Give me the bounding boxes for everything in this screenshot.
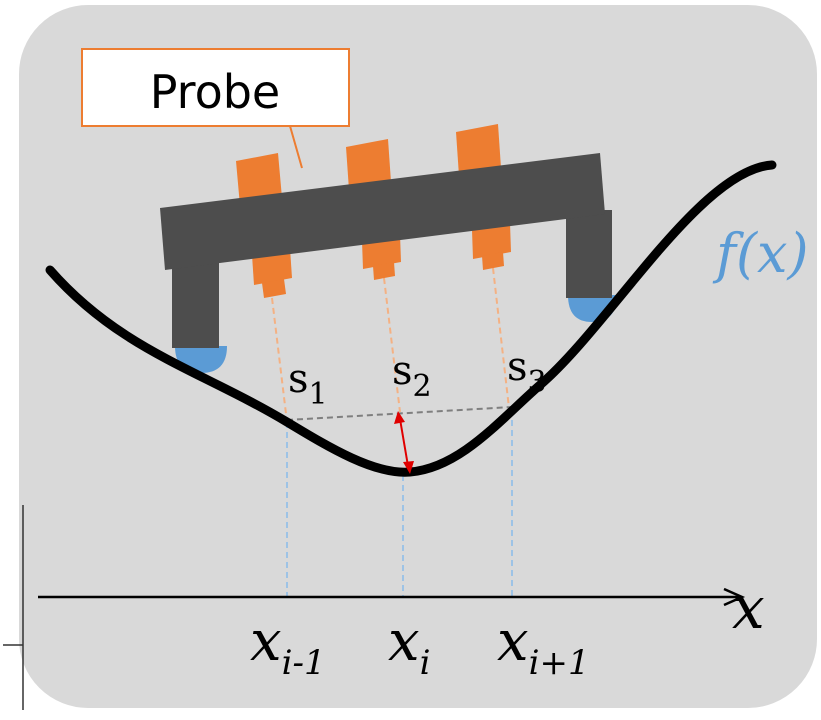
probe-callout-leader [289, 125, 303, 169]
tick-label-xi-plus-1: xi+1 [497, 609, 590, 683]
x-axis-arrowhead [723, 587, 746, 607]
instrument-beam [160, 153, 605, 270]
tick-label-xi: xi [388, 609, 430, 683]
probe-line-1 [271, 297, 288, 423]
probe-line-2 [383, 277, 401, 413]
s3-label: s3 [507, 344, 547, 400]
tick-label-xi-minus-1: xi-1 [250, 609, 326, 683]
left-leg [172, 263, 219, 348]
s1-label: s1 [288, 356, 328, 412]
function-label: f(x) [712, 222, 809, 285]
probe-sensor-3 [456, 124, 511, 270]
deviation-arrow [394, 411, 414, 474]
right-leg [566, 210, 612, 298]
x-axis-label: x [732, 574, 765, 642]
background-panel [17, 3, 819, 710]
probe-callout-box [81, 48, 350, 127]
probe-line-3 [492, 267, 510, 409]
probe-label: Probe [150, 65, 280, 119]
s2-label: s2 [392, 348, 432, 404]
